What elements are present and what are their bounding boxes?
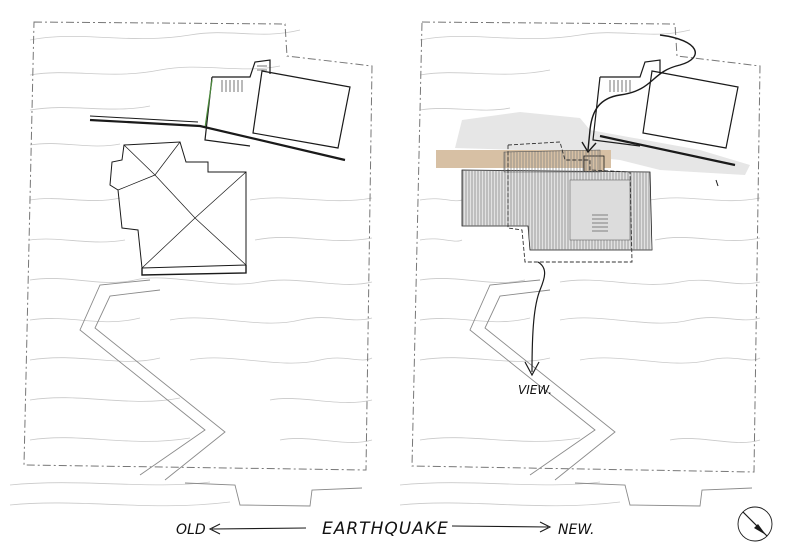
caption-earthquake-label: EARTHQUAKE	[322, 519, 449, 539]
new-site-panel: VIEW.	[399, 21, 761, 507]
new-landscape-area	[455, 112, 750, 175]
old-site-boundary	[23, 21, 373, 471]
old-contours	[9, 29, 373, 507]
old-site-panel	[9, 21, 373, 507]
new-upper-structure	[592, 59, 739, 167]
new-street-edge	[574, 482, 753, 507]
old-upper-structure	[89, 59, 351, 162]
view-label: VIEW.	[518, 383, 552, 397]
north-arrow-icon	[737, 506, 773, 542]
view-arrows	[524, 34, 719, 377]
old-house-roof	[109, 141, 247, 276]
new-driveway	[469, 279, 616, 481]
caption-new-label: NEW.	[558, 522, 594, 538]
old-house-outline-dashed	[507, 141, 633, 263]
arrow-right-icon	[451, 521, 552, 533]
caption: OLD EARTHQUAKE NEW.	[176, 519, 594, 539]
new-site-boundary	[411, 21, 761, 473]
new-house-footprint	[461, 149, 653, 251]
arrow-left-icon	[208, 523, 307, 535]
old-street-edge	[184, 482, 363, 507]
caption-old-label: OLD	[176, 522, 206, 538]
new-contours	[399, 29, 761, 507]
old-driveway	[79, 279, 226, 481]
